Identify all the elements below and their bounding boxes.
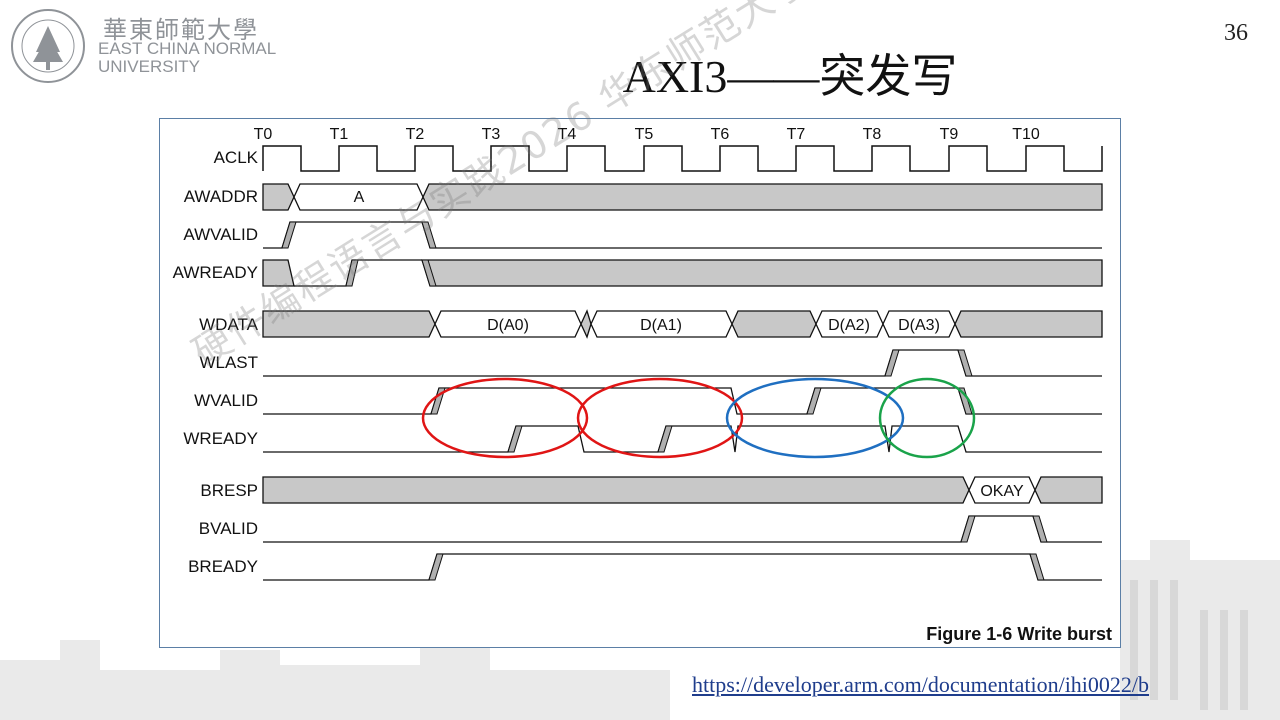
tick-label-t1: T1 (330, 126, 349, 143)
tick-label-t0: T0 (254, 126, 273, 143)
bresp-value-okay: OKAY (980, 483, 1024, 500)
tick-label-t6: T6 (711, 126, 730, 143)
waveform-bvalid (263, 516, 1102, 542)
timing-diagram-canvas: T0 T1 T2 T3 T4 T5 T6 T7 T8 T9 T10 ACLK A… (160, 119, 1120, 647)
signal-label-wdata: WDATA (199, 315, 259, 334)
waveform-wlast (263, 350, 1102, 376)
university-seal-icon (8, 6, 94, 86)
waveform-wdata (263, 311, 1102, 337)
wdata-value-d-a3: D(A3) (898, 317, 940, 334)
signal-label-wready: WREADY (183, 429, 258, 448)
handshake-highlight-green (880, 379, 974, 457)
waveform-aclk (263, 146, 1102, 171)
write-burst-timing-diagram: T0 T1 T2 T3 T4 T5 T6 T7 T8 T9 T10 ACLK A… (159, 118, 1121, 648)
signal-label-awvalid: AWVALID (183, 225, 258, 244)
awaddr-value-a: A (354, 189, 365, 206)
waveform-wvalid (263, 388, 1102, 414)
figure-caption: Figure 1-6 Write burst (926, 624, 1112, 644)
signal-label-aclk: ACLK (214, 148, 259, 167)
tick-label-t4: T4 (558, 126, 577, 143)
tick-label-t3: T3 (482, 126, 501, 143)
signal-label-awaddr: AWADDR (184, 187, 258, 206)
signal-label-bresp: BRESP (200, 481, 258, 500)
signal-label-bvalid: BVALID (199, 519, 258, 538)
source-link[interactable]: https://developer.arm.com/documentation/… (692, 672, 1149, 698)
tick-label-t8: T8 (863, 126, 882, 143)
signal-label-awready: AWREADY (173, 263, 258, 282)
signal-label-wvalid: WVALID (194, 391, 258, 410)
logo-english-name: EAST CHINA NORMAL UNIVERSITY (98, 40, 276, 76)
handshake-highlight-red-1 (423, 379, 587, 457)
waveform-bready (263, 554, 1102, 580)
tick-label-t10: T10 (1012, 126, 1040, 143)
tick-label-t2: T2 (406, 126, 425, 143)
signal-label-bready: BREADY (188, 557, 258, 576)
page-number: 36 (1206, 20, 1266, 47)
waveform-awaddr (263, 184, 1102, 210)
tick-label-t5: T5 (635, 126, 654, 143)
university-logo: 華東師範大學 EAST CHINA NORMAL UNIVERSITY (8, 6, 298, 86)
wdata-value-d-a2: D(A2) (828, 317, 870, 334)
signal-label-wlast: WLAST (199, 353, 258, 372)
tick-label-t7: T7 (787, 126, 806, 143)
tick-label-t9: T9 (940, 126, 959, 143)
waveform-awready (263, 260, 1102, 286)
signal-labels: ACLK AWADDR AWVALID AWREADY WDATA WLAST … (173, 148, 259, 576)
waveform-bresp (263, 477, 1102, 503)
waveform-wready (263, 426, 1102, 452)
logo-english-line2: UNIVERSITY (98, 58, 276, 76)
logo-english-line1: EAST CHINA NORMAL (98, 40, 276, 58)
wdata-value-d-a1: D(A1) (640, 317, 682, 334)
slide-title: AXI3——突发写 (560, 40, 1020, 106)
wdata-value-d-a0: D(A0) (487, 317, 529, 334)
waveform-awvalid (263, 222, 1102, 248)
clock-tick-labels: T0 T1 T2 T3 T4 T5 T6 T7 T8 T9 T10 (254, 126, 1040, 143)
